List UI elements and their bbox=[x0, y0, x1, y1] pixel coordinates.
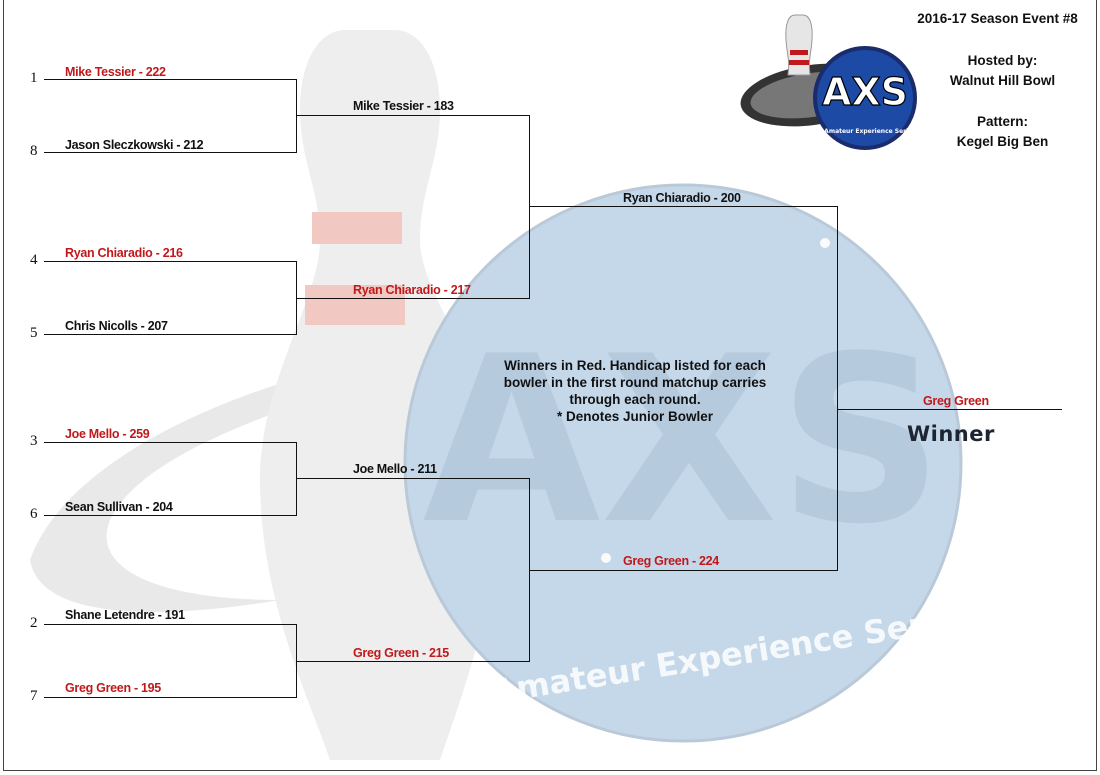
champion-name: Greg Green bbox=[923, 394, 989, 408]
axs-watermark-circle bbox=[403, 183, 963, 743]
page-frame bbox=[3, 0, 1097, 771]
r1-slot-5: Joe Mello - 259 bbox=[65, 427, 150, 441]
axs-logo: AXS Amateur Experience Series bbox=[740, 14, 917, 150]
r2-line-1 bbox=[296, 115, 530, 116]
r2-line-4 bbox=[296, 661, 530, 662]
event-title: 2016-17 Season Event #8 bbox=[917, 11, 1078, 26]
seed-5: 5 bbox=[30, 325, 38, 341]
r2-slot-4: Greg Green - 215 bbox=[353, 646, 449, 660]
seed-6: 6 bbox=[30, 506, 38, 522]
r1-slot-3: Ryan Chiaradio - 216 bbox=[65, 246, 183, 260]
r1-slot-6: Sean Sullivan - 204 bbox=[65, 500, 173, 514]
r3-slot-2: Greg Green - 224 bbox=[623, 554, 719, 568]
r1-connector-1 bbox=[296, 79, 297, 153]
notes-line-1: Winners in Red. Handicap listed for each bbox=[504, 358, 766, 373]
r2-slot-1: Mike Tessier - 183 bbox=[353, 99, 454, 113]
r1-slot-7: Shane Letendre - 191 bbox=[65, 608, 185, 622]
hosted-label: Hosted by: bbox=[967, 53, 1038, 68]
logo-text: AXS bbox=[822, 70, 908, 114]
notes-line-2: bowler in the first round matchup carrie… bbox=[503, 375, 767, 390]
seed-1: 1 bbox=[30, 70, 38, 86]
r2-line-2 bbox=[296, 298, 530, 299]
host-name: Walnut Hill Bowl bbox=[949, 73, 1056, 88]
r1-line-5 bbox=[44, 442, 297, 443]
r1-line-1 bbox=[44, 79, 297, 80]
notes-line-4: * Denotes Junior Bowler bbox=[556, 409, 714, 424]
logo-subtitle: Amateur Experience Series bbox=[824, 128, 916, 135]
r1-slot-4: Chris Nicolls - 207 bbox=[65, 319, 168, 333]
r2-connector-1 bbox=[529, 115, 530, 299]
r1-line-8 bbox=[44, 697, 297, 698]
r1-line-7 bbox=[44, 624, 297, 625]
final-line bbox=[837, 409, 1062, 410]
r1-line-6 bbox=[44, 515, 297, 516]
r2-slot-2: Ryan Chiaradio - 217 bbox=[353, 283, 471, 297]
seed-7: 7 bbox=[30, 688, 38, 704]
r3-connector bbox=[837, 206, 838, 571]
r1-line-4 bbox=[44, 334, 297, 335]
r1-connector-3 bbox=[296, 442, 297, 516]
notes-line-3: through each round. bbox=[569, 392, 701, 407]
pattern-name: Kegel Big Ben bbox=[956, 134, 1049, 149]
r1-slot-1: Mike Tessier - 222 bbox=[65, 65, 166, 79]
r1-line-2 bbox=[44, 152, 297, 153]
seed-3: 3 bbox=[30, 433, 38, 449]
r1-slot-2: Jason Sleczkowski - 212 bbox=[65, 138, 204, 152]
r2-line-3 bbox=[296, 478, 530, 479]
r3-line-2 bbox=[529, 570, 838, 571]
r2-slot-3: Joe Mello - 211 bbox=[353, 462, 437, 476]
pattern-label: Pattern: bbox=[976, 114, 1028, 129]
svg-text:AXS: AXS bbox=[423, 308, 944, 575]
r1-slot-8: Greg Green - 195 bbox=[65, 681, 161, 695]
r3-line-1 bbox=[529, 206, 838, 207]
seed-8: 8 bbox=[30, 143, 38, 159]
winner-label: Winner bbox=[907, 422, 995, 446]
r1-line-3 bbox=[44, 261, 297, 262]
seed-4: 4 bbox=[30, 252, 38, 268]
seed-2: 2 bbox=[30, 615, 38, 631]
r3-slot-1: Ryan Chiaradio - 200 bbox=[623, 191, 741, 205]
